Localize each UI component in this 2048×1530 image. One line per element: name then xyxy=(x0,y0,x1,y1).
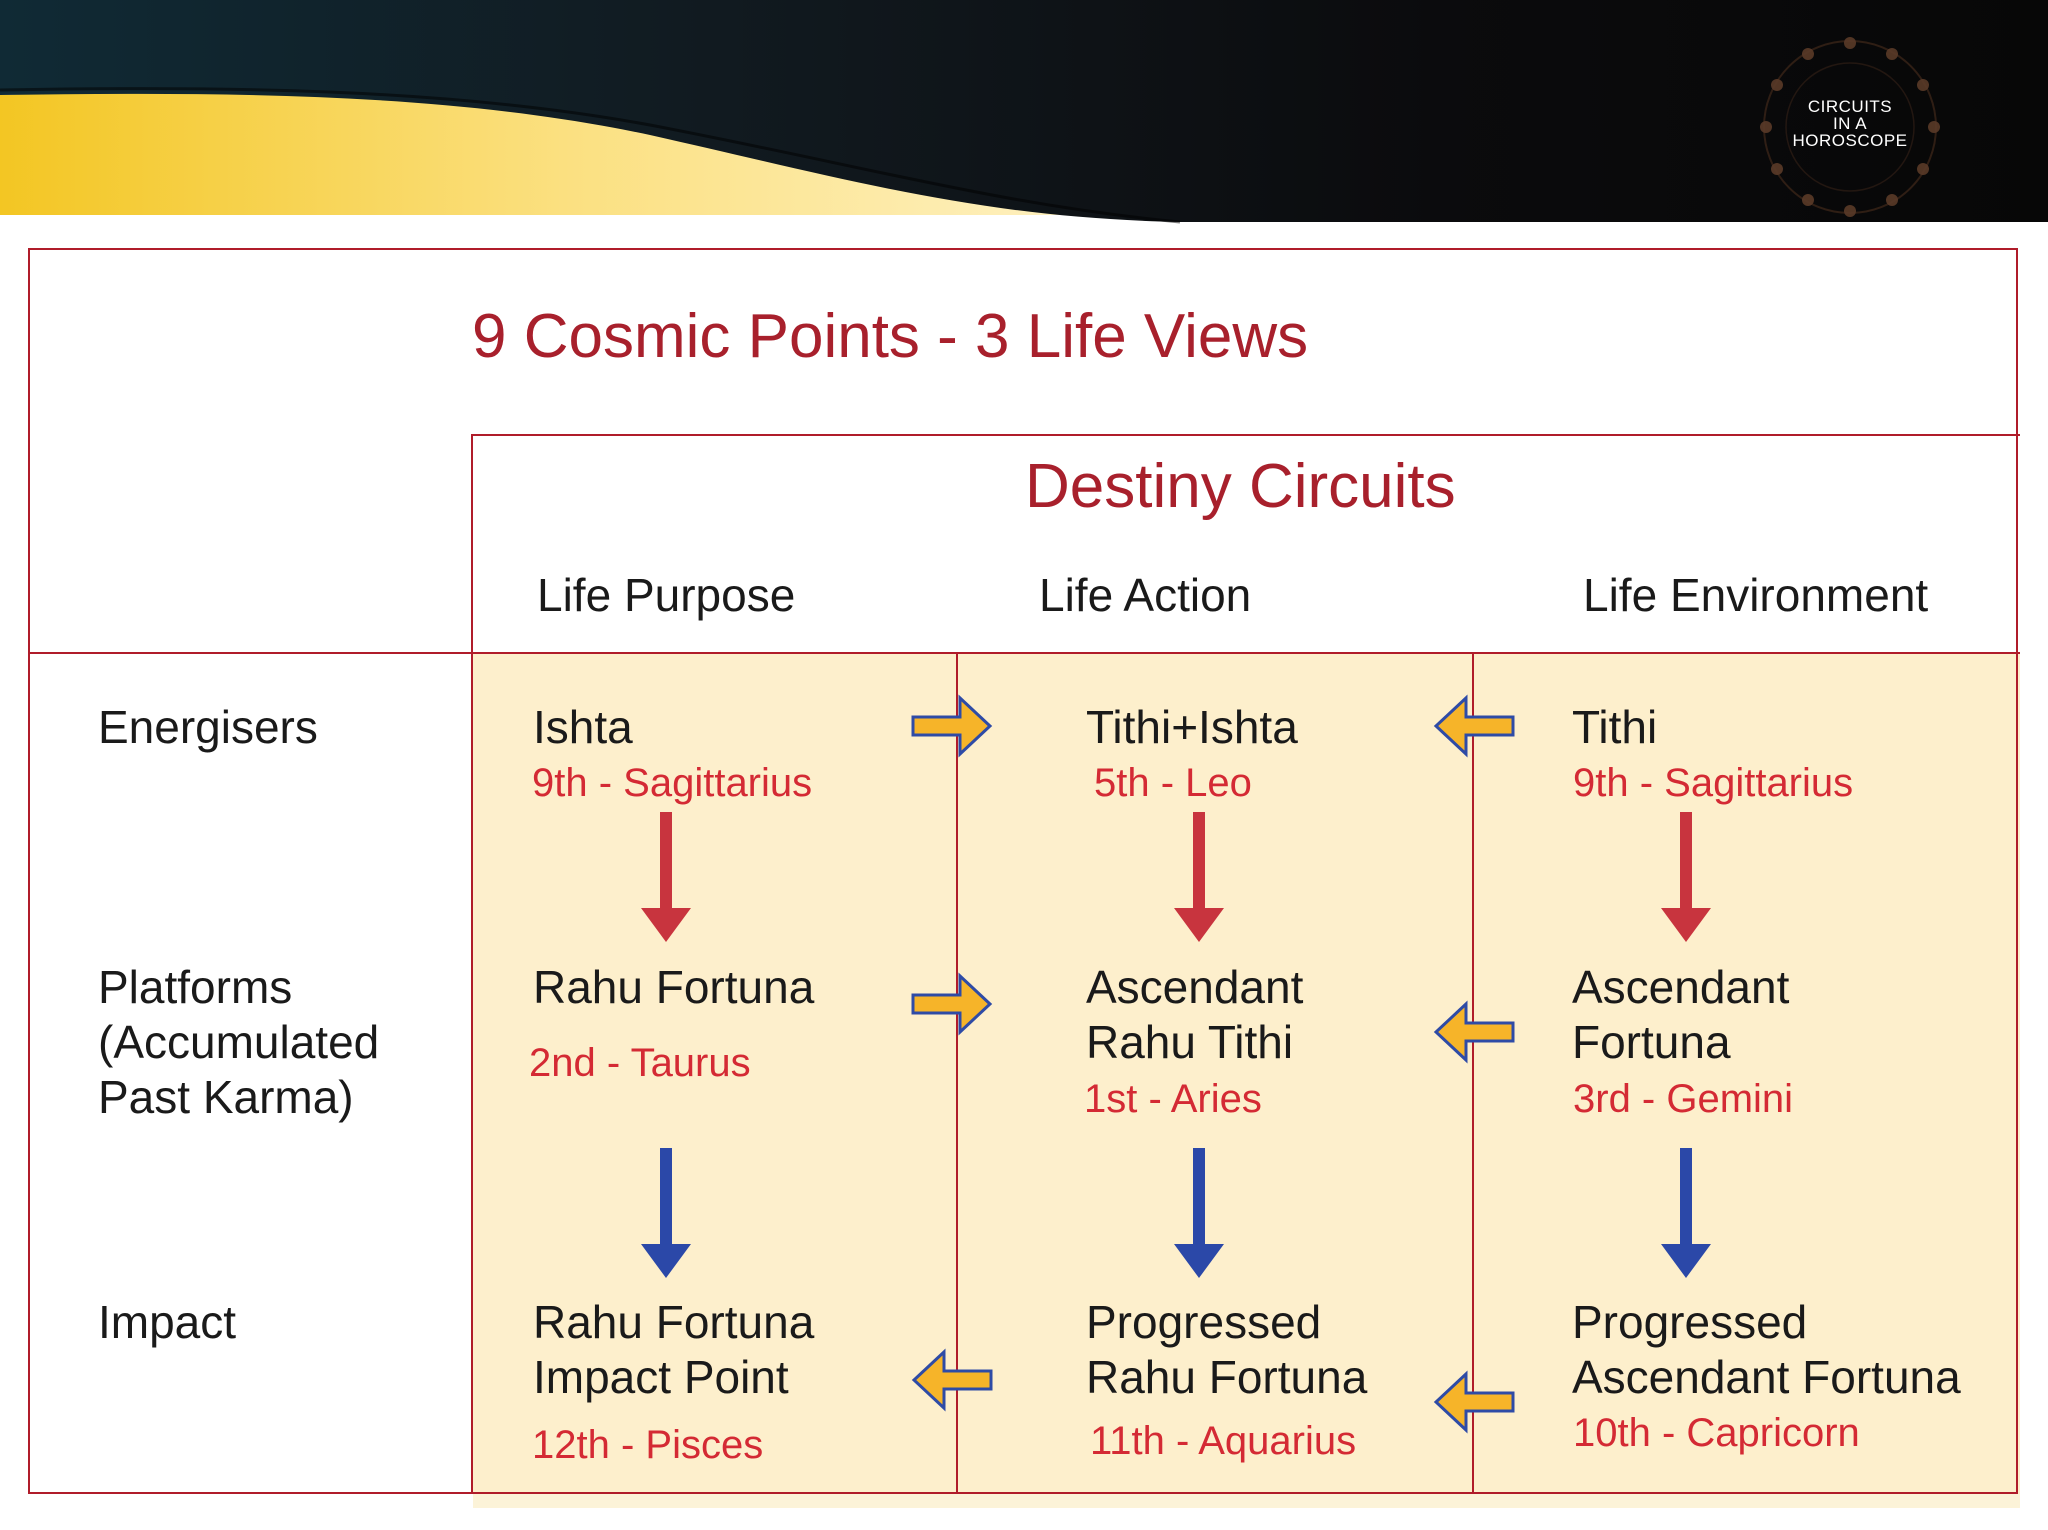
progressed-rahu-fortuna-line-2: Rahu Fortuna xyxy=(1086,1351,1368,1403)
logo-text-line-1: CIRCUITS xyxy=(1807,97,1893,116)
gold-right-arrow-icon xyxy=(911,694,993,758)
header-divider xyxy=(28,652,2020,654)
table-frame xyxy=(28,248,2018,1494)
tithi-point: Tithi xyxy=(1572,701,1658,753)
gold-left-arrow-icon xyxy=(1433,694,1515,758)
grid-background xyxy=(473,654,2020,1494)
gold-left-arrow-icon xyxy=(911,1348,993,1412)
gold-right-arrow-icon xyxy=(911,972,993,1036)
progressed-ascendant-fortuna-line-1: Progressed xyxy=(1572,1296,1808,1348)
tithi-sign: 9th - Sagittarius xyxy=(1573,761,1854,805)
column-divider-2 xyxy=(1472,652,1474,1494)
progressed-rahu-fortuna-sign: 11th - Aquarius xyxy=(1090,1419,1357,1463)
progressed-rahu-fortuna-line-1: Progressed xyxy=(1086,1296,1322,1348)
rahu-fortuna-sign: 2nd - Taurus xyxy=(529,1041,751,1085)
ishta-point: Ishta xyxy=(533,701,633,753)
impact-point-line-2: Impact Point xyxy=(533,1351,789,1403)
blue-down-arrow-icon xyxy=(641,1148,691,1278)
gold-left-arrow-icon xyxy=(1433,1370,1515,1434)
impact-point-line-1: Rahu Fortuna xyxy=(533,1296,815,1348)
ascendant-fortuna-line-1: Ascendant xyxy=(1572,961,1790,1013)
tithi-ishta-point: Tithi+Ishta xyxy=(1086,701,1298,753)
logo-text-line-3: HOROSCOPE xyxy=(1792,131,1908,150)
zodiac-wheel-icon xyxy=(1760,37,1940,217)
column-divider-1 xyxy=(956,652,958,1494)
gold-left-arrow-icon xyxy=(1433,1000,1515,1064)
column-header-life-purpose: Life Purpose xyxy=(537,569,796,621)
progressed-ascendant-fortuna-sign: 10th - Capricorn xyxy=(1573,1411,1860,1455)
row-header-platforms-line-3: Past Karma) xyxy=(98,1071,354,1123)
row-header-platforms-line-2: (Accumulated xyxy=(98,1016,380,1068)
ascendant-rahu-tithi-line-1: Ascendant xyxy=(1086,961,1304,1013)
section-title: Destiny Circuits xyxy=(1025,452,1456,521)
section-divider xyxy=(471,434,2020,436)
row-label-divider xyxy=(471,434,473,1494)
slide-title: 9 Cosmic Points - 3 Life Views xyxy=(472,302,1309,371)
ishta-sign: 9th - Sagittarius xyxy=(532,761,813,805)
tithi-ishta-sign: 5th - Leo xyxy=(1094,761,1252,805)
red-down-arrow-icon xyxy=(1661,812,1711,942)
impact-point-sign: 12th - Pisces xyxy=(532,1423,764,1467)
row-header-impact: Impact xyxy=(98,1296,237,1348)
blue-down-arrow-icon xyxy=(1661,1148,1711,1278)
logo-text-line-2: IN A xyxy=(1832,114,1868,133)
brand-logo: CIRCUITS IN A HOROSCOPE xyxy=(1745,25,1955,230)
column-header-life-action: Life Action xyxy=(1039,569,1252,621)
header-banner xyxy=(0,0,2048,240)
row-header-platforms-line-1: Platforms xyxy=(98,961,293,1013)
row-header-energisers: Energisers xyxy=(98,701,318,753)
red-down-arrow-icon xyxy=(1174,812,1224,942)
rahu-fortuna-point: Rahu Fortuna xyxy=(533,961,815,1013)
ascendant-fortuna-sign: 3rd - Gemini xyxy=(1573,1077,1794,1121)
column-header-life-environment: Life Environment xyxy=(1583,569,1929,621)
progressed-ascendant-fortuna-line-2: Ascendant Fortuna xyxy=(1572,1351,1961,1403)
red-down-arrow-icon xyxy=(641,812,691,942)
ascendant-rahu-tithi-line-2: Rahu Tithi xyxy=(1086,1016,1294,1068)
ascendant-fortuna-line-2: Fortuna xyxy=(1572,1016,1731,1068)
ascendant-rahu-tithi-sign: 1st - Aries xyxy=(1084,1077,1262,1121)
blue-down-arrow-icon xyxy=(1174,1148,1224,1278)
grid-shadow xyxy=(473,1494,2020,1508)
